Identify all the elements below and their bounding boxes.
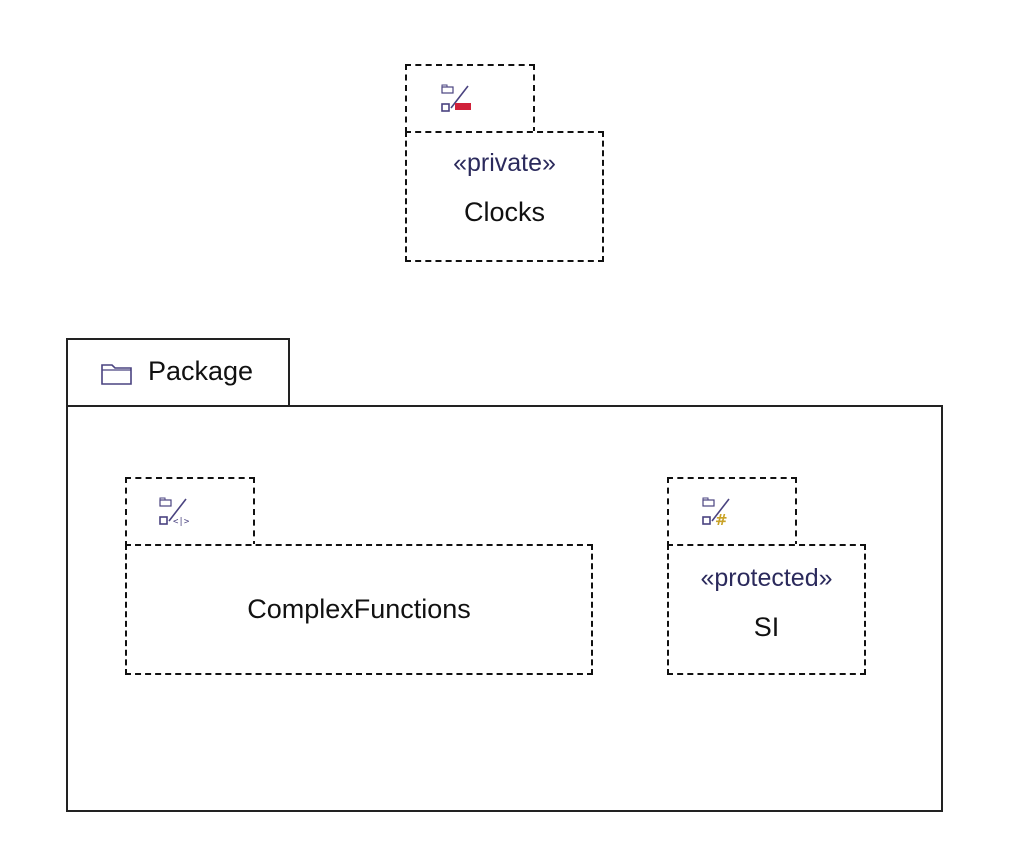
svg-text:#: # [715,511,728,527]
si-body: «protected» SI [667,544,866,675]
complex-functions-body: ComplexFunctions [125,544,593,675]
clocks-stereotype: «private» [453,149,556,177]
clocks-body: «private» Clocks [405,131,604,262]
package-name: Package [148,356,254,386]
clocks-tab [405,64,535,133]
si-stereotype: «protected» [700,564,833,592]
private-import-icon [441,84,471,112]
si-tab: # [667,477,797,547]
svg-text:<|>: <|> [173,517,190,527]
package-tab: Package [66,338,290,408]
complex-functions-name: ComplexFunctions [247,594,471,624]
protected-import-icon: # [702,497,730,527]
folder-icon [101,364,132,385]
complex-functions-tab: <|> [125,477,255,547]
package-import-icon: <|> [159,497,190,527]
si-name: SI [753,612,780,642]
clocks-name: Clocks [463,197,545,227]
